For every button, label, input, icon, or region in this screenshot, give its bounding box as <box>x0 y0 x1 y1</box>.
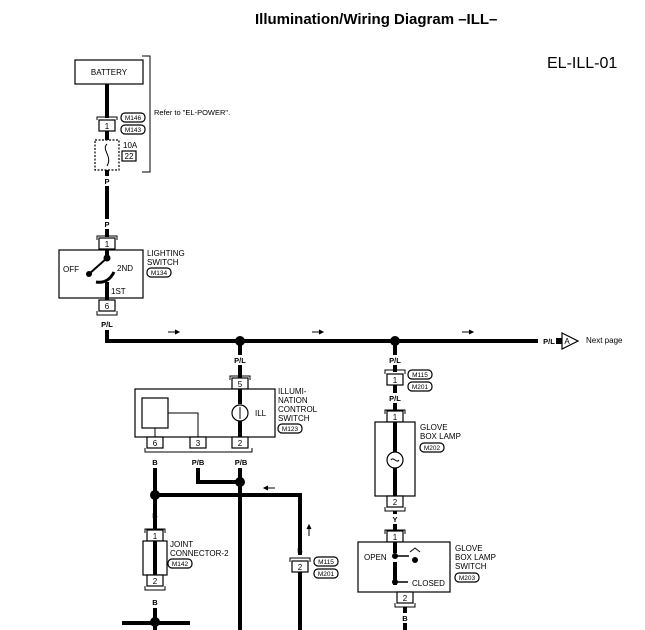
bus-wire-color: P/L <box>543 337 555 346</box>
lamp-connector-1: M115 <box>412 372 428 379</box>
lighting-switch-label-2: SWITCH <box>147 258 179 267</box>
flow-arrow-icon <box>262 485 275 491</box>
return-wire-section: B 2 M115 M201 <box>289 546 339 630</box>
pl-bus: P/L A Next page <box>105 329 623 350</box>
return-pin: 2 <box>298 563 303 572</box>
battery-connector-1: M146 <box>125 115 142 122</box>
fuse-icon <box>104 143 110 167</box>
lighting-switch-pin-in: 1 <box>105 240 110 249</box>
illum-label-3: CONTROL <box>278 405 318 414</box>
battery-connector-2: M143 <box>125 127 142 134</box>
illum-label-4: SWITCH <box>278 414 310 423</box>
joint-connector-section: B 1 2 JOINT CONNECTOR-2 M142 B <box>122 511 229 630</box>
battery-label: BATTERY <box>91 68 128 77</box>
illumination-switch-section: P/L 5 ILLUMI- NATION CONTROL SWITCH M123… <box>134 341 318 630</box>
lamp-pin-b: 1 <box>393 413 398 422</box>
illum-label-1: ILLUMI- <box>278 387 307 396</box>
switch-pos-off: OFF <box>63 265 79 274</box>
gswitch-label-2: BOX LAMP <box>455 553 496 562</box>
lighting-switch-label-1: LIGHTING <box>147 249 185 258</box>
illum-wire-in: P/L <box>234 356 246 365</box>
lighting-switch-connector: M134 <box>151 270 168 277</box>
power-reference-note: Refer to "EL-POWER". <box>154 108 230 117</box>
return-connector-2: M201 <box>318 571 335 578</box>
lamp-wire-mid: P/L <box>389 394 401 403</box>
gswitch-label-1: GLOVE <box>455 544 483 553</box>
return-connector-1: M115 <box>318 559 334 566</box>
lighting-switch-wire-out: P/L <box>101 320 113 329</box>
lamp-wire-out: Y <box>392 515 397 524</box>
pb-junction <box>235 477 245 487</box>
gswitch-box <box>357 541 451 593</box>
fuse-rating: 10A <box>123 141 138 150</box>
page-title: Illumination/Wiring Diagram –ILL– <box>255 11 497 28</box>
lamp-pin-a: 1 <box>393 376 398 385</box>
diagram-code: EL-ILL-01 <box>547 55 617 72</box>
flow-arrow-icon <box>312 329 325 335</box>
lamp-wire-in: P/L <box>389 356 401 365</box>
power-bracket <box>142 55 151 173</box>
illum-ill-label: ILL <box>255 409 267 418</box>
next-page-ref: A <box>564 337 570 346</box>
glove-box-lamp-section: P/L 1 M115 M201 P/L 1 GLOVE BOX LAMP M20… <box>374 341 461 530</box>
lamp-label-1: GLOVE <box>420 423 448 432</box>
lighting-switch-pin-out: 6 <box>105 302 110 311</box>
illum-wire-2: P/B <box>235 458 248 467</box>
lighting-switch-section: P 1 LIGHTING SWITCH M134 OFF 2ND 1ST 6 P… <box>58 219 185 343</box>
switch-contact-arc <box>95 271 116 284</box>
gswitch-open: OPEN <box>364 553 387 562</box>
battery-pin: 1 <box>105 122 110 131</box>
lamp-label-2: BOX LAMP <box>420 432 461 441</box>
joint-wire-in: B <box>152 511 158 520</box>
battery-section: BATTERY Refer to "EL-POWER". 1 M146 M143… <box>74 55 230 237</box>
illum-label-2: NATION <box>278 396 308 405</box>
battery-box <box>74 59 144 85</box>
illum-pin-6: 6 <box>153 439 158 448</box>
joint-wire-out: B <box>152 598 158 607</box>
illum-pin-3: 3 <box>196 439 201 448</box>
illum-pin-in: 5 <box>238 380 243 389</box>
flow-arrow-icon <box>168 329 181 335</box>
illum-wire-3: P/B <box>192 458 205 467</box>
joint-label-1: JOINT <box>170 540 193 549</box>
joint-pin-in: 1 <box>153 532 158 541</box>
switch-pos-2nd: 2ND <box>117 264 133 273</box>
switch-pos-1st: 1ST <box>111 287 126 296</box>
glove-box-switch-section: 1 OPEN CLOSED GLOVE BOX LAMP SWITCH M203… <box>357 529 496 630</box>
illum-wire-6: B <box>152 458 158 467</box>
lamp-pin-out: 2 <box>393 498 398 507</box>
gswitch-pin-in: 1 <box>393 533 398 542</box>
gswitch-closed: CLOSED <box>412 579 445 588</box>
joint-connector-id: M142 <box>172 561 189 568</box>
dimmer-module <box>141 397 169 429</box>
next-page-connector-icon <box>561 332 580 350</box>
illum-pin-2: 2 <box>238 439 243 448</box>
flow-arrow-icon <box>462 329 475 335</box>
battery-wire-color: P <box>104 177 109 186</box>
illum-connector: M123 <box>282 426 299 433</box>
lighting-switch-box <box>58 249 144 299</box>
joint-label-2: CONNECTOR-2 <box>170 549 229 558</box>
flow-arrow-icon <box>306 523 312 536</box>
gswitch-pin-out: 2 <box>403 594 408 603</box>
lamp-connector: M202 <box>424 445 441 452</box>
gswitch-wire-out: B <box>402 614 408 623</box>
gswitch-label-3: SWITCH <box>455 562 487 571</box>
joint-pin-out: 2 <box>153 577 158 586</box>
lighting-switch-wire-in: P <box>104 220 109 229</box>
gswitch-connector: M203 <box>459 575 476 582</box>
lamp-connector-2: M201 <box>412 384 429 391</box>
fuse-number: 22 <box>125 152 134 161</box>
next-page-label: Next page <box>586 336 623 345</box>
switch-contact-arm <box>88 257 108 275</box>
return-wire-color: B <box>297 546 303 555</box>
